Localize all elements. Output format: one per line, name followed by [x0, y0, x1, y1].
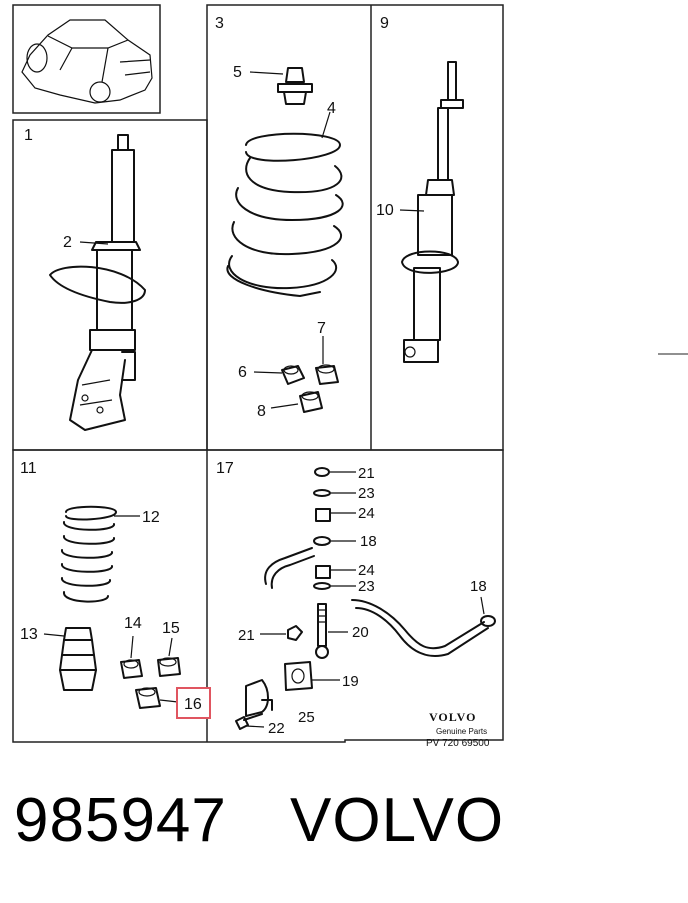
bushing-8 [299, 391, 323, 413]
callout-2: 2 [63, 234, 72, 251]
front-strut-assembly [49, 134, 146, 431]
panel-label-9: 9 [380, 15, 389, 32]
callout-24-top: 24 [358, 505, 375, 522]
stabilizer-link-stack [313, 467, 331, 659]
bushing-15 [157, 657, 181, 677]
callout-6: 6 [238, 364, 247, 381]
nut-21-lower [287, 625, 303, 641]
bushing-14 [120, 659, 143, 679]
rear-coil-spring [61, 505, 117, 603]
panel-label-1: 1 [24, 127, 33, 144]
callout-21-lower: 21 [238, 627, 255, 644]
volvo-logo: VOLVO [429, 710, 476, 724]
document-number: PV 720 69500 [426, 738, 490, 749]
highlight-box-16 [176, 687, 211, 719]
callout-23-lower: 23 [358, 578, 375, 595]
car-thumbnail [12, 4, 161, 114]
callout-21-top: 21 [358, 465, 375, 482]
callout-23-top: 23 [358, 485, 375, 502]
panel-label-17: 17 [216, 460, 234, 477]
bushing-7 [315, 364, 339, 385]
coil-spring [226, 132, 344, 297]
callout-4: 4 [327, 100, 336, 117]
callout-25: 25 [298, 709, 315, 726]
callout-15: 15 [162, 620, 180, 637]
callout-16: 16 [184, 696, 202, 713]
callout-20: 20 [352, 624, 369, 641]
callout-5: 5 [233, 64, 242, 81]
rear-shock-absorber [401, 61, 464, 363]
bushing-16 [135, 687, 161, 709]
callout-19: 19 [342, 673, 359, 690]
callout-8: 8 [257, 403, 266, 420]
callout-10: 10 [376, 202, 394, 219]
panel-label-3: 3 [215, 15, 224, 32]
callout-13: 13 [20, 626, 38, 643]
callout-12: 12 [142, 509, 160, 526]
callout-24-lower: 24 [358, 562, 375, 579]
product-footer: 985947 VOLVO [0, 760, 688, 903]
rear-stabilizer-bar [351, 599, 496, 657]
callout-18-mid: 18 [360, 533, 377, 550]
parts-diagram: 1 3 9 11 17 2 5 4 6 [12, 4, 688, 749]
rear-bump-stop [59, 627, 97, 691]
panel-label-11: 11 [20, 460, 37, 477]
stabilizer-bushing-19 [284, 661, 313, 691]
callout-18-right: 18 [470, 578, 487, 595]
callout-22: 22 [268, 720, 285, 737]
bolt-22 [235, 713, 263, 730]
brand-name: VOLVO [290, 786, 505, 855]
callout-14: 14 [124, 615, 142, 632]
part-number: 985947 [14, 786, 227, 855]
panel-frames [12, 4, 688, 743]
genuine-parts-label: Genuine Parts [436, 727, 487, 736]
bushing-6 [281, 365, 305, 385]
callout-7: 7 [317, 320, 326, 337]
stabilizer-bar-link-front [264, 547, 315, 589]
bracket-25 [245, 679, 273, 717]
bump-stop [277, 67, 313, 105]
